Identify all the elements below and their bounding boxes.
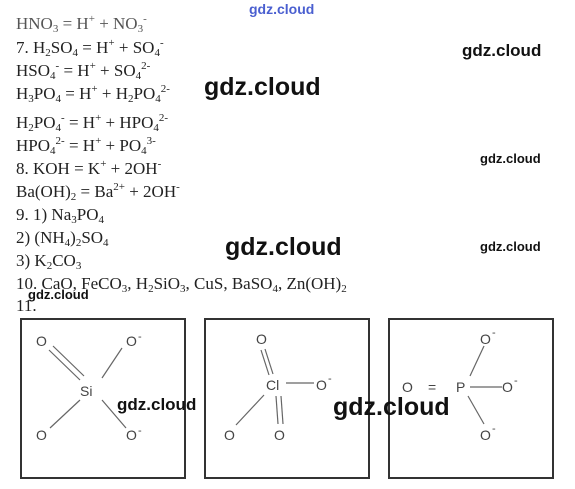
atom-o: O <box>36 333 47 349</box>
atom-o: O <box>480 331 491 347</box>
watermark: gdz.cloud <box>204 73 321 101</box>
watermark: gdz.cloud <box>28 287 89 302</box>
equation-hpo4: HPO42- = H+ + PO43- <box>16 135 156 157</box>
charge: - <box>514 375 518 387</box>
atom-cl: Cl <box>266 377 279 393</box>
atom-o: O <box>126 427 137 443</box>
watermark: gdz.cloud <box>117 395 197 414</box>
watermark: gdz.cloud <box>480 239 541 254</box>
answer-11-label: 11. <box>16 296 37 315</box>
atom-p: P <box>456 379 465 395</box>
double-bond: = <box>428 379 436 395</box>
charge: - <box>328 373 332 385</box>
structure-phosphate: O - O = P O - O - <box>388 318 554 479</box>
answer-9-1: 9. 1) Na3PO4 <box>16 205 104 226</box>
atom-o: O <box>274 427 285 443</box>
equation-h2so4: 7. H2SO4 = H+ + SO4- <box>16 37 164 59</box>
atom-o: O <box>316 377 327 393</box>
answer-9-2: 2) (NH4)2SO4 <box>16 228 109 249</box>
charge: - <box>492 327 496 339</box>
structure-perchlorate: O Cl O - O O <box>204 318 370 479</box>
equation-h3po4: H3PO4 = H+ + H2PO42- <box>16 83 170 105</box>
watermark: gdz.cloud <box>480 151 541 166</box>
answer-9-3: 3) K2CO3 <box>16 251 82 272</box>
equation-koh: 8. KOH = K+ + 2OH- <box>16 158 162 179</box>
watermark: gdz.cloud <box>333 393 450 421</box>
equation-h2po4: H2PO4- = H+ + HPO42- <box>16 112 169 134</box>
atom-o: O <box>480 427 491 443</box>
charge: - <box>138 331 142 343</box>
atom-o: O <box>402 379 413 395</box>
answer-10: 10. CaO, FeCO3, H2SiO3, CuS, BaSO4, Zn(O… <box>16 274 347 295</box>
watermark: gdz.cloud <box>225 233 342 261</box>
watermark: gdz.cloud <box>462 41 542 60</box>
atom-o: O <box>502 379 513 395</box>
atom-o: O <box>36 427 47 443</box>
equation-hso4: HSO4- = H+ + SO42- <box>16 60 151 82</box>
atom-o: O <box>126 333 137 349</box>
atom-o: O <box>224 427 235 443</box>
equation-hno3: HNO3 = H+ + NO3- <box>16 13 147 35</box>
structure-silicate: O O - Si O O - <box>20 318 186 479</box>
charge: - <box>492 423 496 435</box>
equation-baoh2: Ba(OH)2 = Ba2+ + 2OH- <box>16 181 180 203</box>
watermark-top: gdz.cloud <box>249 1 315 17</box>
charge: - <box>138 425 142 437</box>
atom-o: O <box>256 331 267 347</box>
atom-si: Si <box>80 383 92 399</box>
